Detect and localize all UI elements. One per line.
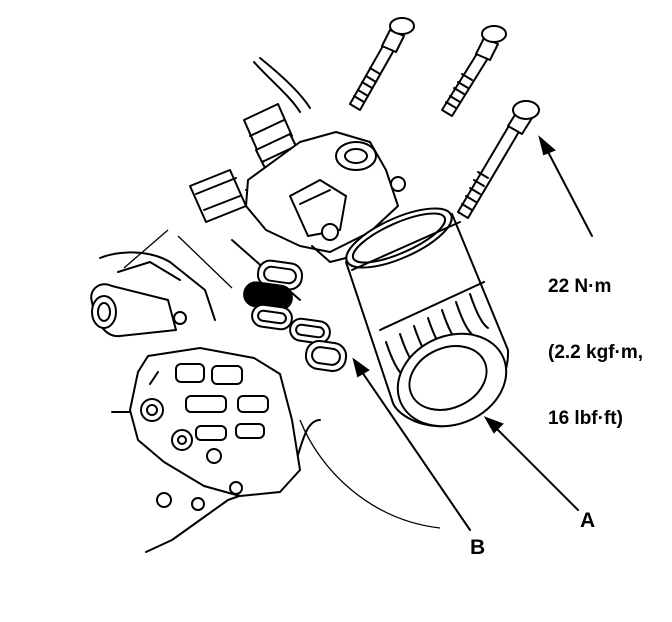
leader-a: [483, 416, 579, 511]
filter-adapter-housing: [129, 347, 301, 511]
callout-b-label: B: [470, 536, 486, 559]
torque-leader: [538, 135, 593, 237]
torque-spec-nm: 22 N·m: [548, 276, 612, 297]
torque-spec-kgfm: (2.2 kgf·m,: [548, 342, 644, 363]
torque-spec-label: 22 N·m (2.2 kgf·m, 16 lbf·ft): [548, 232, 643, 452]
bolt-right: [457, 100, 540, 219]
o-ring-gaskets: [243, 259, 348, 372]
leader-b: [352, 357, 471, 531]
filter-head: [245, 131, 406, 263]
callout-a-label: A: [580, 509, 596, 532]
bolt-middle: [441, 25, 507, 117]
oil-filter: [345, 207, 510, 428]
oil-pressure-sensor: [243, 57, 311, 171]
torque-spec-lbfft: 16 lbf·ft): [548, 408, 623, 429]
water-pipe: [90, 283, 187, 338]
bolt-left: [349, 17, 415, 111]
